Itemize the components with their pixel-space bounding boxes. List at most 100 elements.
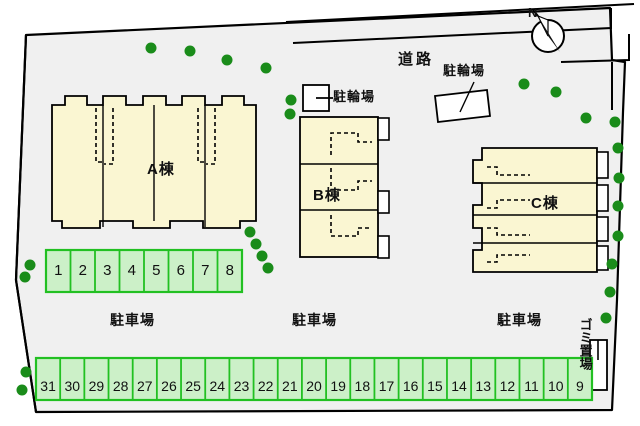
compass-north-label: N <box>528 5 538 20</box>
parking-stall-number[interactable]: 22 <box>257 378 274 394</box>
parking-stall-number[interactable]: 15 <box>427 378 443 394</box>
parking-stall-number[interactable]: 30 <box>64 378 81 394</box>
parking-stall-number[interactable]: 18 <box>354 378 371 394</box>
parking-stall-number[interactable]: 31 <box>40 378 56 394</box>
parking-row-upper <box>44 248 244 294</box>
building-b-outline <box>299 116 379 258</box>
building-c-label: C棟 <box>531 195 559 212</box>
tree-icon <box>518 78 530 90</box>
building-c-balcony-1 <box>596 151 609 179</box>
parking-stall-number[interactable]: 13 <box>475 378 491 394</box>
parking-stall-number[interactable]: 23 <box>233 378 250 394</box>
tree-icon <box>600 312 612 324</box>
parking-stall-number[interactable]: 7 <box>201 262 210 279</box>
parking-stall-number[interactable]: 6 <box>176 262 185 279</box>
parking-label-left: 駐車場 <box>110 312 155 328</box>
building-b-balcony-1 <box>377 117 390 141</box>
tree-icon <box>550 86 562 98</box>
parking-stall-number[interactable]: 27 <box>136 378 153 394</box>
tree-icon <box>20 366 32 378</box>
tree-icon <box>609 116 621 128</box>
tree-icon <box>262 262 274 274</box>
parking-stall-number[interactable]: 1 <box>54 262 63 279</box>
building-b-dash-2 <box>330 168 372 191</box>
tree-icon <box>606 258 618 270</box>
road-label: 道路 <box>398 51 435 68</box>
compass-north-tick <box>532 9 539 17</box>
building-c <box>472 147 609 273</box>
road-shoulder-right <box>560 34 630 63</box>
parking-stall-number[interactable]: 19 <box>330 378 346 394</box>
compass-rose <box>531 9 565 53</box>
building-b <box>299 116 390 259</box>
building-c-dash-1 <box>487 166 530 176</box>
parking-stall-number[interactable]: 5 <box>152 262 161 279</box>
tree-icon <box>256 250 268 262</box>
compass-needle-dark <box>538 16 560 52</box>
tree-icon <box>612 200 624 212</box>
tree-icon <box>19 271 31 283</box>
building-b-label: B棟 <box>313 187 341 204</box>
parking-stall-number[interactable]: 9 <box>576 378 584 394</box>
parking-stall-number[interactable]: 16 <box>402 378 419 394</box>
bicycle-parking-right-label: 駐輪場 <box>443 63 486 78</box>
bicycle-parking-right <box>434 81 491 123</box>
parking-row-lower <box>34 356 594 402</box>
tree-icon <box>580 112 592 124</box>
tree-icon <box>184 45 196 57</box>
building-c-dash-2 <box>487 199 530 209</box>
parking-stall-number[interactable]: 2 <box>78 262 87 279</box>
tree-icon <box>613 172 625 184</box>
parking-stall-number[interactable]: 24 <box>209 378 226 394</box>
tree-icon <box>260 62 272 74</box>
road-line-outer <box>285 3 635 23</box>
bicycle-parking-left-label: 駐輪場 <box>333 89 376 104</box>
parking-stall-number[interactable]: 20 <box>306 378 322 394</box>
building-a-dash-1 <box>95 108 104 163</box>
parking-stall-number[interactable]: 14 <box>451 378 467 394</box>
tree-row <box>16 42 625 396</box>
bicycle-parking-left <box>302 84 333 112</box>
parking-stall-number[interactable]: 17 <box>378 378 395 394</box>
tree-icon <box>24 259 36 271</box>
parking-stall-number[interactable]: 11 <box>524 378 539 394</box>
parking-stall-number[interactable]: 26 <box>161 378 177 394</box>
building-b-balcony-3 <box>377 235 390 259</box>
parking-row-lower-dividers <box>59 358 569 400</box>
parking-stall-number[interactable]: 25 <box>185 378 201 394</box>
bicycle-parking-right-leader <box>459 81 475 113</box>
parking-stall-number[interactable]: 12 <box>499 378 516 394</box>
parking-stall-number[interactable]: 8 <box>225 262 234 279</box>
building-a-label: A棟 <box>147 161 175 178</box>
tree-icon <box>612 230 624 242</box>
building-a <box>51 95 257 229</box>
building-a-dash-4 <box>206 108 216 165</box>
tree-icon <box>244 226 256 238</box>
parking-label-center: 駐車場 <box>292 312 337 328</box>
tree-icon <box>221 54 233 66</box>
parking-stall-number[interactable]: 10 <box>547 378 564 394</box>
tree-icon <box>16 384 28 396</box>
road-line-inner <box>292 8 612 44</box>
building-c-outline <box>472 147 598 273</box>
tree-icon <box>285 94 297 106</box>
parking-stall-number[interactable]: 28 <box>112 378 129 394</box>
building-a-dash-3 <box>197 108 206 163</box>
building-b-balcony-2 <box>377 190 390 214</box>
tree-icon <box>612 142 624 154</box>
tree-icon <box>145 42 157 54</box>
building-b-dash-3 <box>330 215 372 237</box>
building-c-balcony-4 <box>596 245 609 271</box>
building-a-dash-2 <box>104 108 114 165</box>
parking-stall-number[interactable]: 21 <box>282 378 298 394</box>
parking-stall-number[interactable]: 4 <box>127 262 136 279</box>
parking-stall-number[interactable]: 3 <box>103 262 112 279</box>
parking-stall-number[interactable]: 29 <box>88 378 105 394</box>
building-b-dash-1 <box>330 132 372 155</box>
parking-row-lower-block[interactable] <box>34 356 594 402</box>
tree-icon <box>604 286 616 298</box>
tree-icon <box>284 108 296 120</box>
tree-icon <box>250 238 262 250</box>
